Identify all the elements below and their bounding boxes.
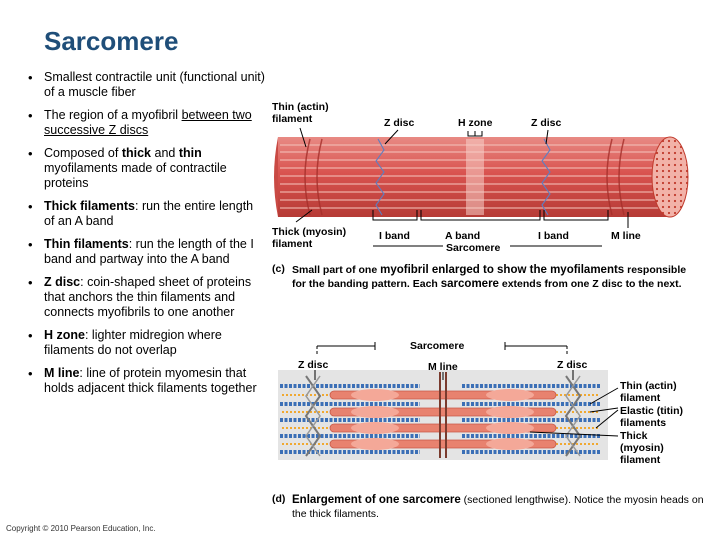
sarcomere-label-d: Sarcomere <box>410 340 465 352</box>
h-zone-label: H zone <box>458 117 493 129</box>
thick-myosin-filaments <box>329 389 557 450</box>
bullet-item: M line: line of protein myomesin that ho… <box>26 366 266 396</box>
z-disc-left <box>304 375 322 457</box>
bullet-item: H zone: lighter midregion where filament… <box>26 328 266 358</box>
caption-c: Small part of one myofibril enlarged to … <box>292 264 687 290</box>
z-disc-label-right: Z disc <box>531 117 562 129</box>
bullet-item: Thick filaments: run the entire length o… <box>26 199 266 229</box>
myofibril-cylinder <box>274 136 689 218</box>
thick-filament-label: Thick (myosin) filament <box>272 226 347 250</box>
z-disc-label-d-right: Z disc <box>557 359 588 371</box>
thin-filament-label: Thin (actin) filament <box>272 101 329 125</box>
caption-d: Enlargement of one sarcomere (sectioned … <box>292 494 704 520</box>
diagram-c-pointers <box>295 127 629 247</box>
m-line-label-d: M line <box>428 361 458 373</box>
i-band-label-right: I band <box>538 230 569 242</box>
copyright-text: Copyright © 2010 Pearson Education, Inc. <box>6 524 156 533</box>
m-line <box>439 372 447 458</box>
bullet-item: Thin filaments: run the length of the I … <box>26 237 266 267</box>
bullet-item: Z disc: coin-shaped sheet of proteins th… <box>26 275 266 320</box>
bullet-item: The region of a myofibril between two su… <box>26 108 266 138</box>
caption-d-letter: (d) <box>272 493 286 505</box>
elastic-filament-label-d: Elastic (titin) filaments <box>620 405 684 429</box>
bullet-list: Smallest contractile unit (functional un… <box>26 70 266 404</box>
page-title: Sarcomere <box>44 26 179 56</box>
i-band-label-left: I band <box>379 230 410 242</box>
bullet-item: Composed of thick and thin myofilaments … <box>26 146 266 191</box>
caption-c-letter: (c) <box>272 263 285 275</box>
bullet-item: Smallest contractile unit (functional un… <box>26 70 266 100</box>
thick-filament-label-d: Thick (myosin) filament <box>620 430 664 466</box>
m-line-label: M line <box>611 230 641 242</box>
z-disc-right <box>564 375 582 457</box>
diagram-d-pointers <box>314 342 619 437</box>
z-disc-label-d-left: Z disc <box>298 359 329 371</box>
thin-filament-label-d: Thin (actin) filament <box>620 380 677 404</box>
z-disc-label-left: Z disc <box>384 117 415 129</box>
sarcomere-label-c: Sarcomere <box>446 242 501 254</box>
a-band-label: A band <box>445 230 481 242</box>
